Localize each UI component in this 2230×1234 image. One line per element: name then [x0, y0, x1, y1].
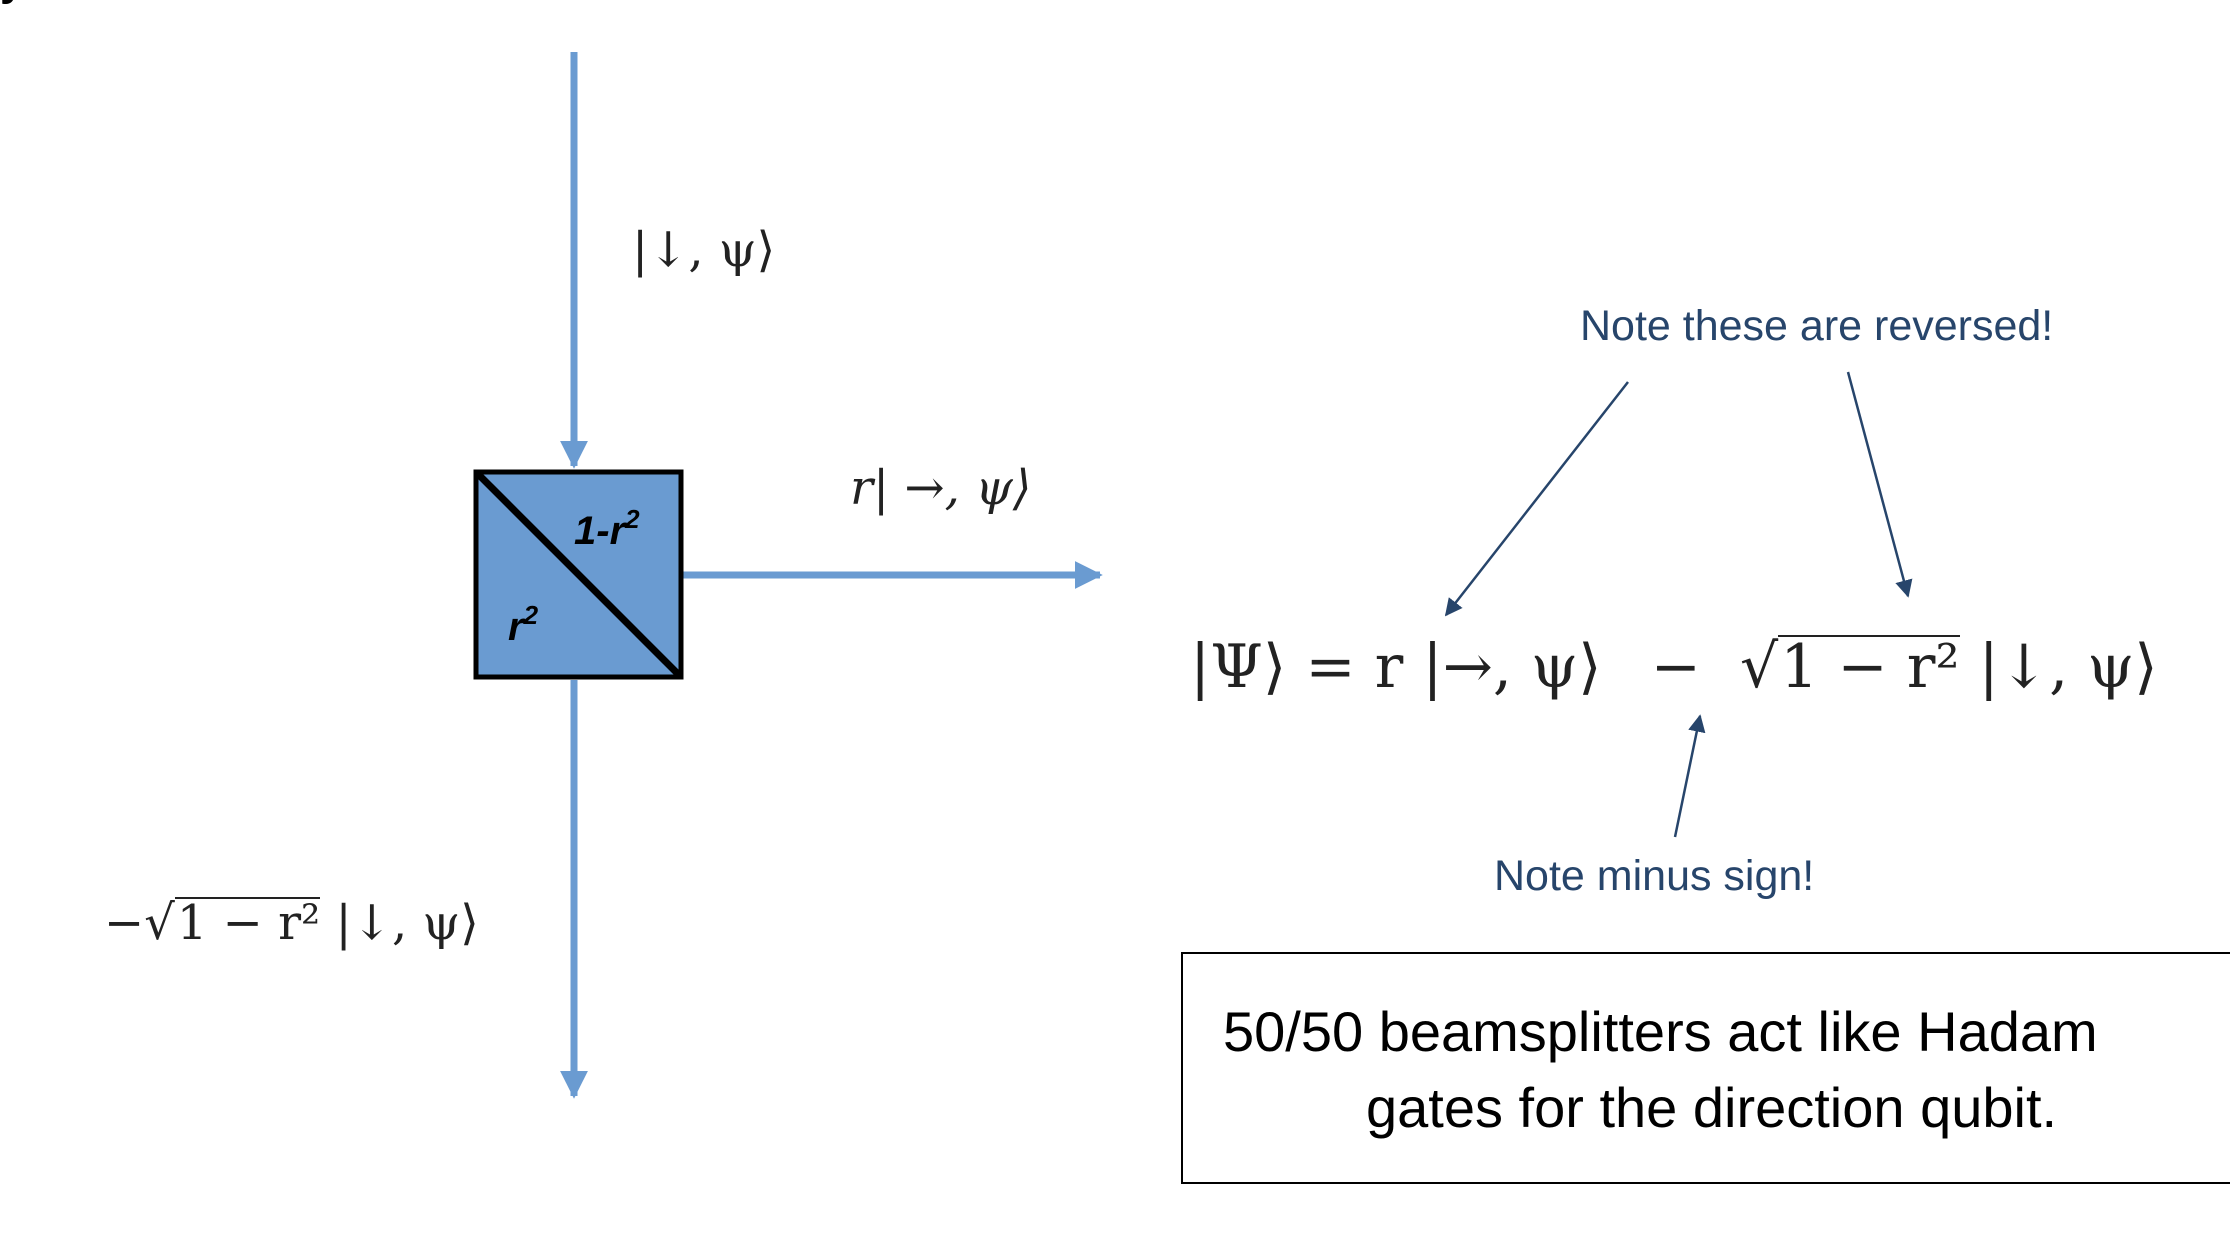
- summary-line-1: 50/50 beamsplitters act like Hadam: [1223, 1000, 2098, 1063]
- summary-box: 50/50 beamsplitters act like Hadam gates…: [1181, 952, 2230, 1184]
- beamsplitter-lower-label: r2: [508, 600, 539, 649]
- equation-radical: 1 − r²: [1778, 632, 1960, 702]
- reversed-note: Note these are reversed!: [1580, 302, 2054, 350]
- transmitted-beam-label: −√1 − r² |↓, ψ⟩: [104, 895, 479, 951]
- reflected-beam-label: r| →, ψ⟩: [850, 460, 1032, 516]
- equation-state: |↓, ψ⟩: [1978, 632, 2158, 702]
- beamsplitter-upper-label: 1-r2: [574, 504, 640, 553]
- top-fragment: y: [0, 0, 24, 6]
- state-equation: |Ψ⟩ = r |→, ψ⟩ − √1 − r² |↓, ψ⟩: [1190, 632, 2158, 702]
- input-beam-label: |↓, ψ⟩: [632, 222, 776, 278]
- summary-line-2: gates for the direction qubit.: [1366, 1076, 2058, 1139]
- reversed-note-arrow-right: [1846, 371, 1913, 598]
- equation-lhs: |Ψ⟩ = r |→, ψ⟩: [1190, 632, 1602, 702]
- reversed-note-arrow-left: [1444, 381, 1629, 617]
- beamsplitter-diagonal: [475, 471, 682, 678]
- minus-note-arrow: [1673, 714, 1706, 838]
- minus-sign-note: Note minus sign!: [1494, 852, 1815, 900]
- transmitted-radical: 1 − r²: [174, 895, 321, 951]
- equation-minus: −: [1650, 632, 1701, 702]
